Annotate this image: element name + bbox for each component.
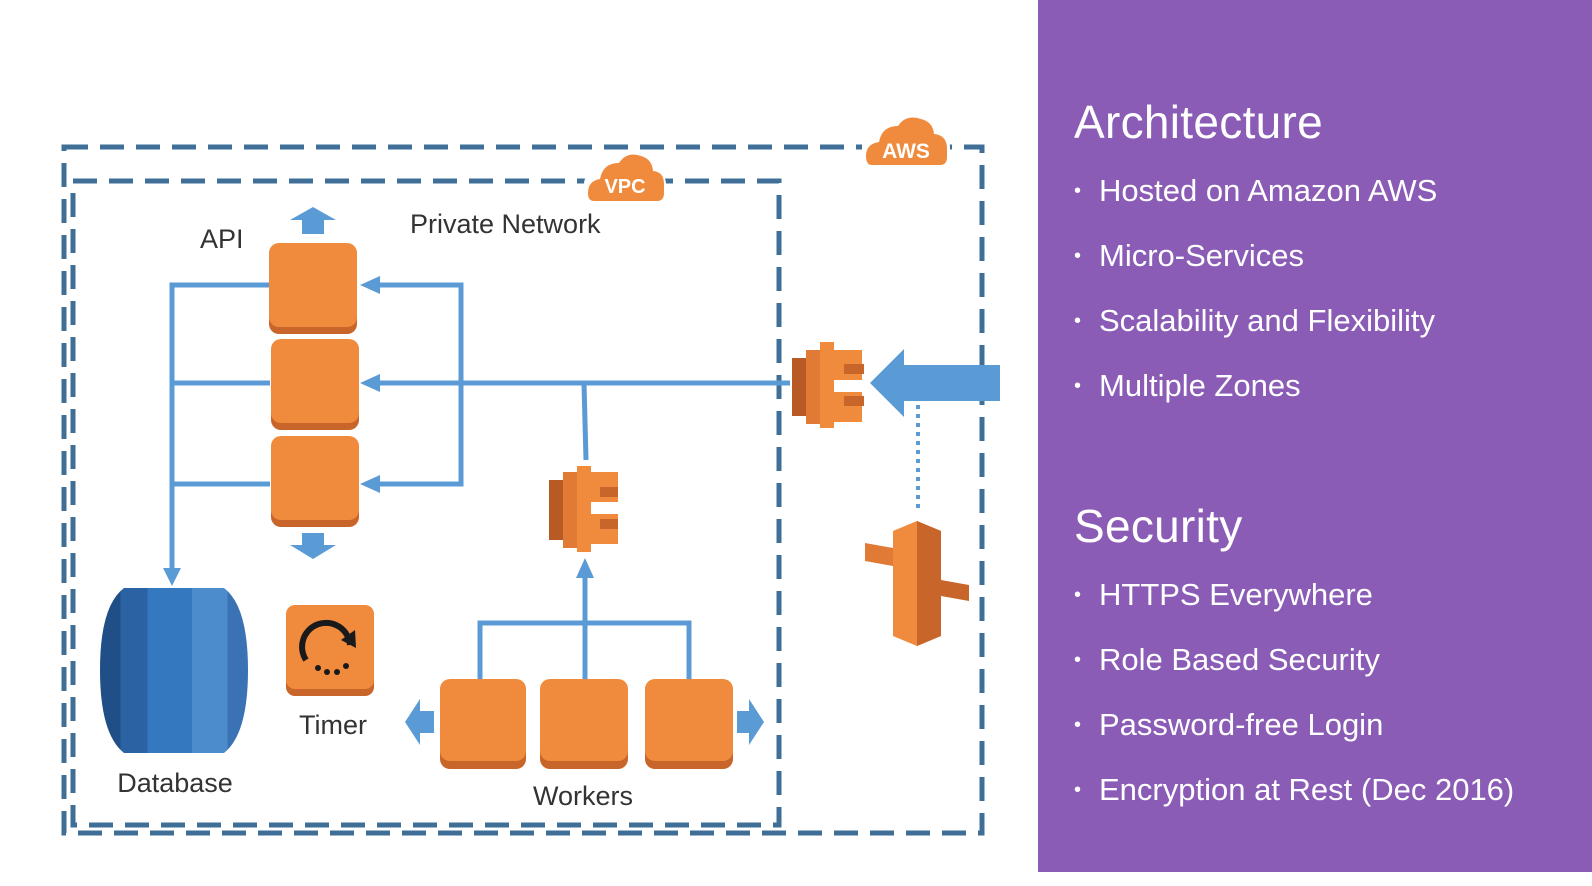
workers-label: Workers bbox=[533, 781, 633, 811]
list-item-text: Scalability and Flexibility bbox=[1099, 303, 1435, 338]
scale-down-arrow-icon bbox=[290, 533, 336, 559]
private-network-label: Private Network bbox=[410, 209, 601, 239]
list-item-text: Micro-Services bbox=[1099, 238, 1304, 273]
vpc-boundary bbox=[70, 178, 782, 828]
database-icon bbox=[100, 588, 248, 753]
list-item: • Role Based Security bbox=[1074, 642, 1514, 707]
internal-load-balancer-icon bbox=[549, 466, 618, 552]
arrowhead bbox=[163, 568, 181, 586]
api-service-box bbox=[269, 243, 357, 327]
aws-badge-label: AWS bbox=[882, 140, 930, 163]
list-item: • HTTPS Everywhere bbox=[1074, 577, 1514, 642]
list-item: • Micro-Services bbox=[1074, 238, 1437, 303]
architecture-heading: Architecture bbox=[1074, 96, 1324, 148]
aws-cloud-icon: AWS bbox=[862, 117, 950, 165]
timer-icon bbox=[286, 605, 374, 696]
arrowhead bbox=[360, 475, 380, 493]
incoming-traffic-arrow-icon bbox=[870, 349, 1000, 417]
aws-boundary bbox=[61, 144, 985, 836]
scale-left-arrow-icon bbox=[405, 699, 434, 745]
worker-box bbox=[645, 679, 733, 761]
bullet-icon: • bbox=[1074, 584, 1082, 606]
list-item: • Scalability and Flexibility bbox=[1074, 303, 1437, 368]
list-item-text: Encryption at Rest (Dec 2016) bbox=[1099, 772, 1515, 807]
architecture-diagram: AWS VPC Private Network API bbox=[61, 117, 1000, 836]
bullet-icon: • bbox=[1074, 649, 1082, 671]
worker-box bbox=[540, 679, 628, 761]
arrowhead bbox=[360, 374, 380, 392]
list-item: • Encryption at Rest (Dec 2016) bbox=[1074, 772, 1514, 837]
worker-stack bbox=[440, 679, 733, 769]
dns-signpost-icon bbox=[865, 521, 969, 646]
security-heading: Security bbox=[1074, 500, 1243, 552]
scale-up-arrow-icon bbox=[290, 207, 336, 234]
arrowhead bbox=[360, 276, 380, 294]
security-list: • HTTPS Everywhere • Role Based Security •… bbox=[1074, 577, 1514, 837]
info-panel: Architecture • Hosted on Amazon AWS • Micr… bbox=[1038, 0, 1592, 872]
bullet-icon: • bbox=[1074, 779, 1082, 801]
list-item-text: HTTPS Everywhere bbox=[1099, 577, 1373, 612]
vpc-badge-label: VPC bbox=[604, 176, 645, 198]
api-service-box bbox=[271, 339, 359, 423]
bullet-icon: • bbox=[1074, 310, 1082, 332]
api-service-box bbox=[271, 436, 359, 520]
list-item-text: Role Based Security bbox=[1099, 642, 1380, 677]
worker-box bbox=[440, 679, 526, 761]
api-service-stack bbox=[269, 243, 359, 527]
list-item: • Password-free Login bbox=[1074, 707, 1514, 772]
scale-right-arrow-icon bbox=[737, 699, 764, 745]
arrowhead bbox=[576, 558, 594, 578]
list-item-text: Multiple Zones bbox=[1099, 368, 1301, 403]
timer-label: Timer bbox=[299, 710, 367, 740]
vpc-cloud-icon: VPC bbox=[584, 154, 666, 202]
list-item: • Multiple Zones bbox=[1074, 368, 1437, 433]
list-item-text: Hosted on Amazon AWS bbox=[1099, 173, 1438, 208]
bullet-icon: • bbox=[1074, 180, 1082, 202]
database-label: Database bbox=[117, 768, 233, 798]
security-section: Security • HTTPS Everywhere • Role Based S… bbox=[1074, 499, 1514, 837]
connector-lines bbox=[169, 282, 790, 680]
bullet-icon: • bbox=[1074, 245, 1082, 267]
bullet-icon: • bbox=[1074, 714, 1082, 736]
list-item: • Hosted on Amazon AWS bbox=[1074, 173, 1437, 238]
bullet-icon: • bbox=[1074, 375, 1082, 397]
list-item-text: Password-free Login bbox=[1099, 707, 1384, 742]
architecture-list: • Hosted on Amazon AWS • Micro-Services • S… bbox=[1074, 173, 1437, 433]
public-load-balancer-icon bbox=[792, 342, 864, 428]
architecture-section: Architecture • Hosted on Amazon AWS • Micr… bbox=[1074, 95, 1437, 433]
api-label: API bbox=[200, 224, 244, 254]
